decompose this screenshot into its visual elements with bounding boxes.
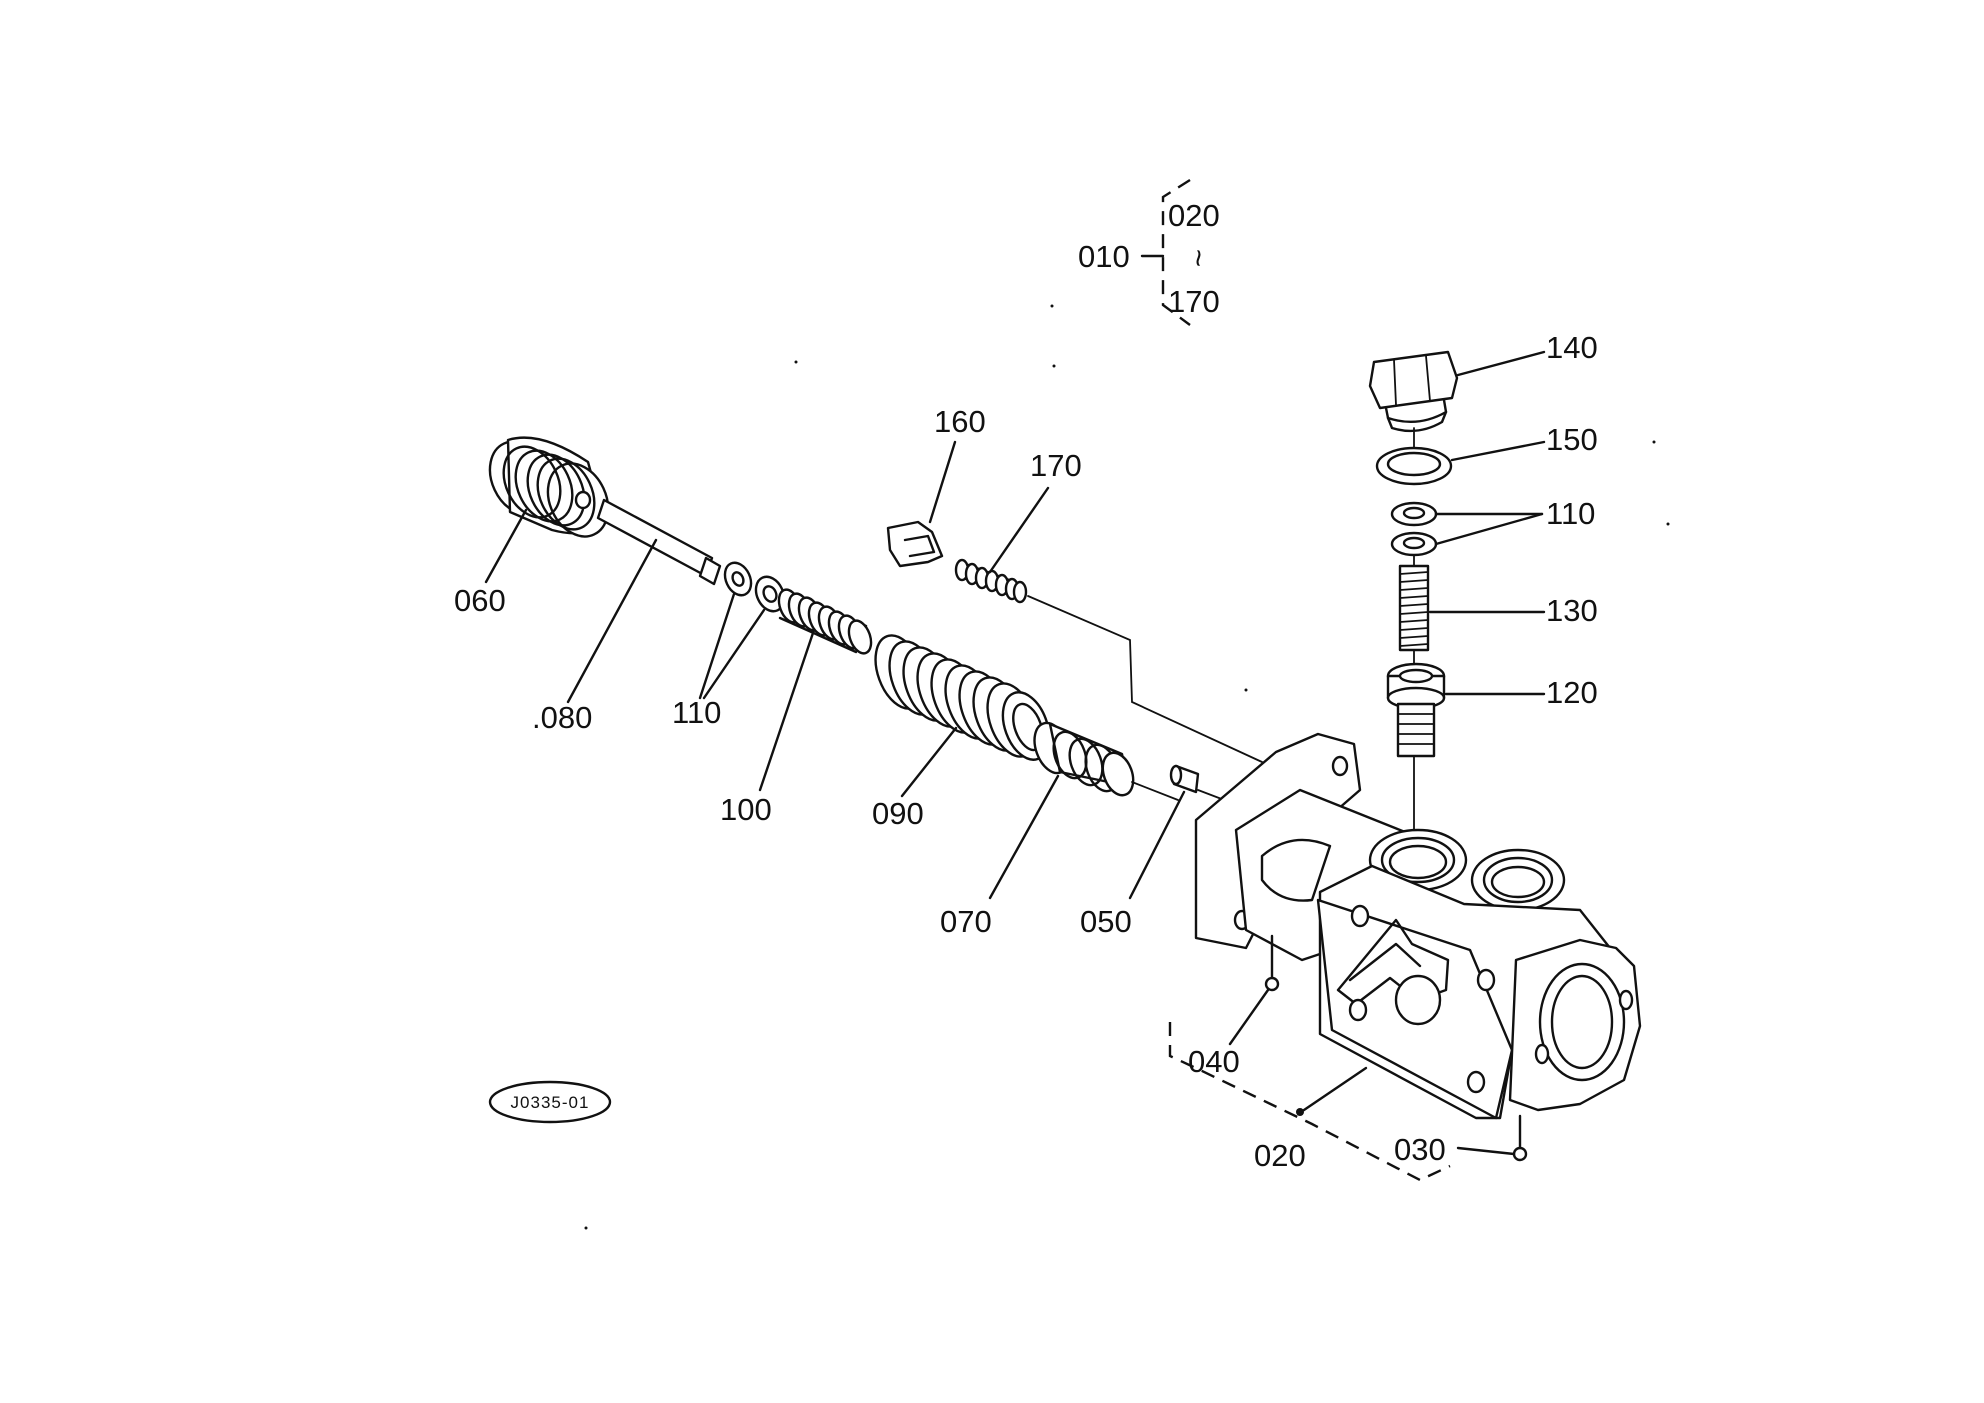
label-020: 020 <box>1254 1138 1306 1173</box>
label-100: 100 <box>720 792 772 827</box>
leader-040 <box>1228 988 1270 1046</box>
label-150: 150 <box>1546 422 1598 457</box>
leader-070 <box>988 774 1060 900</box>
drawing-code-label: J0335-01 <box>511 1093 590 1112</box>
range-start-label: 020 <box>1168 198 1220 233</box>
leader-080 <box>566 538 658 704</box>
marker-020 <box>1296 1108 1304 1116</box>
label-110-left: 110 <box>672 695 721 730</box>
leader-090 <box>900 726 958 798</box>
washers-110-right <box>1390 501 1438 557</box>
spring-130 <box>1398 564 1430 652</box>
range-end-label: 170 <box>1168 284 1220 319</box>
leader-160 <box>928 440 957 524</box>
plug-140 <box>1368 350 1459 433</box>
leader-170 <box>988 486 1050 574</box>
label-050: 050 <box>1080 904 1132 939</box>
label-120: 120 <box>1546 675 1598 710</box>
spool-axis <box>1131 781 1179 801</box>
marker-030 <box>1512 1146 1528 1162</box>
leader-050 <box>1128 790 1186 900</box>
knob-060 <box>488 436 610 538</box>
scan-specks <box>584 304 1670 1230</box>
label-160: 160 <box>934 404 986 439</box>
leader-100 <box>758 628 816 792</box>
label-080: .080 <box>532 700 592 735</box>
rod-080 <box>596 498 722 586</box>
valve-body-020 <box>1194 732 1642 1120</box>
label-130: 130 <box>1546 593 1598 628</box>
label-170: 170 <box>1030 448 1082 483</box>
label-140: 140 <box>1546 330 1598 365</box>
label-040: 040 <box>1188 1044 1240 1079</box>
leader-110-left-b <box>702 608 766 700</box>
leader-150 <box>1450 440 1546 462</box>
leader-020 <box>1302 1066 1368 1112</box>
range-tilde-label: ~ <box>1181 249 1216 267</box>
leader-030 <box>1456 1146 1516 1156</box>
marker-040 <box>1264 976 1280 992</box>
label-060: 060 <box>454 583 506 618</box>
spring-170 <box>954 558 1028 604</box>
assembly-path-170 <box>1027 595 1263 763</box>
spring-100 <box>777 588 873 655</box>
assembly-range-callout: 010 020 ~ 170 <box>1078 178 1220 326</box>
poppet-120 <box>1386 662 1446 758</box>
leader-110-left-a <box>698 592 736 700</box>
leader-110-right-b <box>1434 512 1544 546</box>
washers-110-left <box>723 561 786 613</box>
label-070: 070 <box>940 904 992 939</box>
label-090: 090 <box>872 796 924 831</box>
pin-050 <box>1169 764 1200 794</box>
spool-070 <box>1033 721 1135 797</box>
retainer-160 <box>886 520 944 568</box>
drawing-code-stamp: J0335-01 <box>488 1080 612 1124</box>
label-030: 030 <box>1394 1132 1446 1167</box>
leader-140 <box>1456 350 1546 377</box>
washer-150 <box>1375 446 1453 486</box>
assembly-number-label: 010 <box>1078 239 1130 274</box>
label-110-right: 110 <box>1546 496 1595 531</box>
leader-060 <box>484 508 528 584</box>
group-outline-dashed <box>1168 1022 1451 1182</box>
spring-090 <box>874 634 1051 761</box>
